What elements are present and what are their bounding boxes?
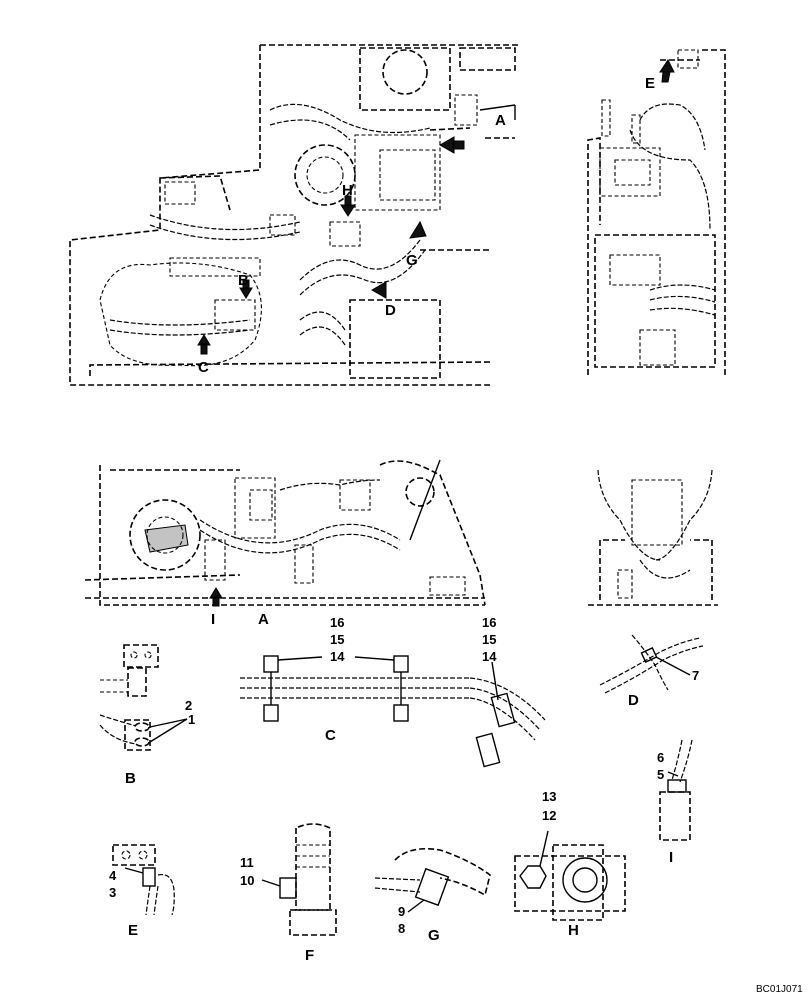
detail-i-sensor: [659, 739, 693, 841]
detail-label-i: I: [669, 849, 673, 866]
callout-15-right: 15: [482, 632, 496, 647]
arrow-f-icon: [438, 136, 465, 154]
detail-label-h: H: [568, 922, 579, 939]
detail-g-elbow: [374, 847, 491, 913]
callout-10: 10: [240, 873, 254, 888]
detail-f-filter: [261, 823, 337, 936]
callout-15-left: 15: [330, 632, 344, 647]
detail-c-hose-clamps: [240, 655, 546, 768]
callout-14-right: 14: [482, 649, 497, 664]
top-side-view: [587, 49, 726, 375]
callout-8: 8: [398, 921, 405, 936]
view-label-a: A: [495, 112, 506, 129]
detail-label-e: E: [128, 922, 138, 939]
callout-13: 13: [542, 789, 556, 804]
callout-4: 4: [109, 868, 117, 883]
view-label-g: G: [406, 252, 418, 269]
callout-3: 3: [109, 885, 116, 900]
callout-14-left: 14: [330, 649, 345, 664]
middle-side-view: [588, 469, 718, 606]
arrow-h-icon: [340, 195, 356, 217]
detail-d-tee-fitting: [599, 634, 704, 694]
detail-label-d: D: [628, 692, 639, 709]
view-label-h: H: [342, 182, 353, 199]
detail-label-b: B: [125, 770, 136, 787]
arrow-d-icon: [370, 281, 387, 299]
detail-label-c: C: [325, 727, 336, 744]
top-plan-view: [69, 44, 520, 386]
callout-6: 6: [657, 750, 664, 765]
arrow-i-icon: [209, 587, 223, 607]
arrow-g-icon: [409, 220, 427, 239]
view-label-a-mid: A: [258, 611, 269, 628]
callout-5: 5: [657, 767, 664, 782]
view-label-e: E: [645, 75, 655, 92]
callout-9: 9: [398, 904, 405, 919]
view-label-c: C: [198, 359, 209, 376]
detail-label-g: G: [428, 927, 440, 944]
view-label-d: D: [385, 302, 396, 319]
reference-code: BC01J071: [756, 984, 803, 995]
callout-7: 7: [692, 668, 699, 683]
view-label-i: I: [211, 611, 215, 628]
view-label-b: B: [238, 272, 249, 289]
callout-11: 11: [240, 855, 254, 870]
arrow-e-icon: [659, 59, 675, 83]
arrow-c-icon: [197, 334, 211, 355]
callout-12: 12: [542, 808, 556, 823]
callout-16-right: 16: [482, 615, 496, 630]
detail-e-fitting: [112, 844, 175, 916]
callout-16-left: 16: [330, 615, 344, 630]
arrow-b-icon: [239, 279, 253, 299]
detail-h-flange: [514, 830, 626, 921]
callout-1: 1: [188, 712, 195, 727]
detail-b-fittings: [99, 644, 188, 751]
callout-2: 2: [185, 698, 192, 713]
detail-label-f: F: [305, 947, 314, 964]
middle-elevation-view: [84, 459, 486, 607]
